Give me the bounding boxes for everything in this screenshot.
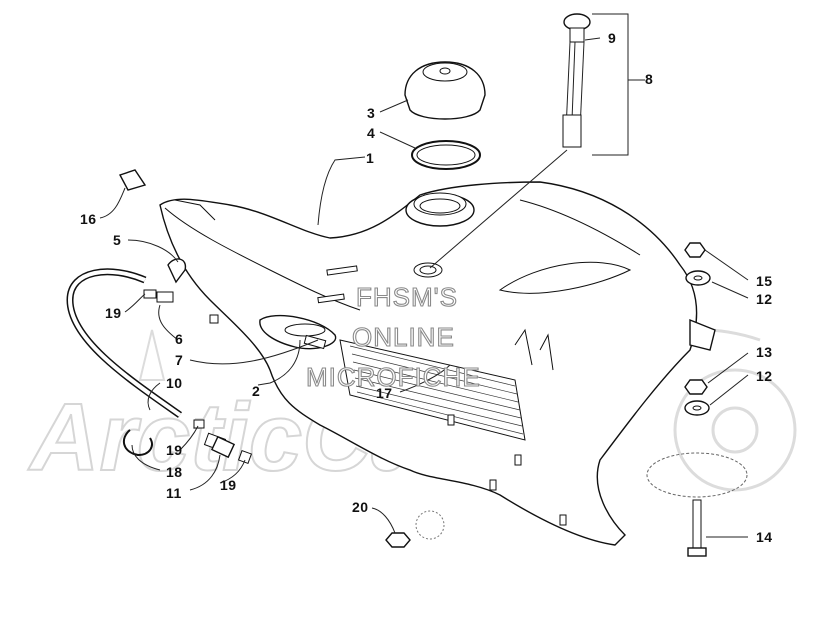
callout-11: 11 bbox=[166, 485, 182, 501]
callout-20: 20 bbox=[352, 499, 369, 515]
clip-16 bbox=[118, 169, 147, 191]
callout-14: 14 bbox=[756, 529, 773, 545]
callout-2: 2 bbox=[252, 383, 260, 399]
callout-13: 13 bbox=[756, 344, 773, 360]
callout-labels: 1 2 3 4 5 6 7 8 9 10 11 12 12 13 14 15 1… bbox=[80, 30, 773, 545]
callout-4: 4 bbox=[367, 125, 375, 141]
callout-18: 18 bbox=[166, 464, 183, 480]
leader-lines bbox=[99, 37, 749, 538]
callout-1: 1 bbox=[366, 150, 374, 166]
callout-5: 5 bbox=[113, 232, 121, 248]
fuel-line-assembly bbox=[66, 258, 337, 465]
mount-hardware bbox=[646, 242, 748, 557]
callout-7: 7 bbox=[175, 352, 183, 368]
callout-6: 6 bbox=[175, 331, 183, 347]
watermark-line-2: ONLINE bbox=[352, 322, 455, 352]
watermark-line-3: MICROFICHE bbox=[306, 362, 481, 392]
callout-9: 9 bbox=[608, 30, 616, 46]
drain-plug bbox=[385, 510, 445, 548]
callout-3: 3 bbox=[367, 105, 375, 121]
fuel-sender bbox=[562, 13, 591, 148]
o-ring bbox=[411, 140, 481, 170]
callout-10: 10 bbox=[166, 375, 183, 391]
callout-8: 8 bbox=[645, 71, 653, 87]
callout-17: 17 bbox=[376, 385, 393, 401]
watermark-line-1: FHSM'S bbox=[356, 282, 458, 312]
callout-16: 16 bbox=[80, 211, 97, 227]
callout-12-upper: 12 bbox=[756, 291, 773, 307]
fuel-tank bbox=[159, 181, 698, 546]
callout-15: 15 bbox=[756, 273, 773, 289]
callout-19-top: 19 bbox=[105, 305, 122, 321]
callout-19-bottom: 19 bbox=[220, 477, 237, 493]
fuel-cap bbox=[404, 61, 486, 120]
callout-19-mid: 19 bbox=[166, 442, 183, 458]
callout-12-lower: 12 bbox=[756, 368, 773, 384]
center-watermark: FHSM'S ONLINE MICROFICHE bbox=[305, 281, 481, 392]
